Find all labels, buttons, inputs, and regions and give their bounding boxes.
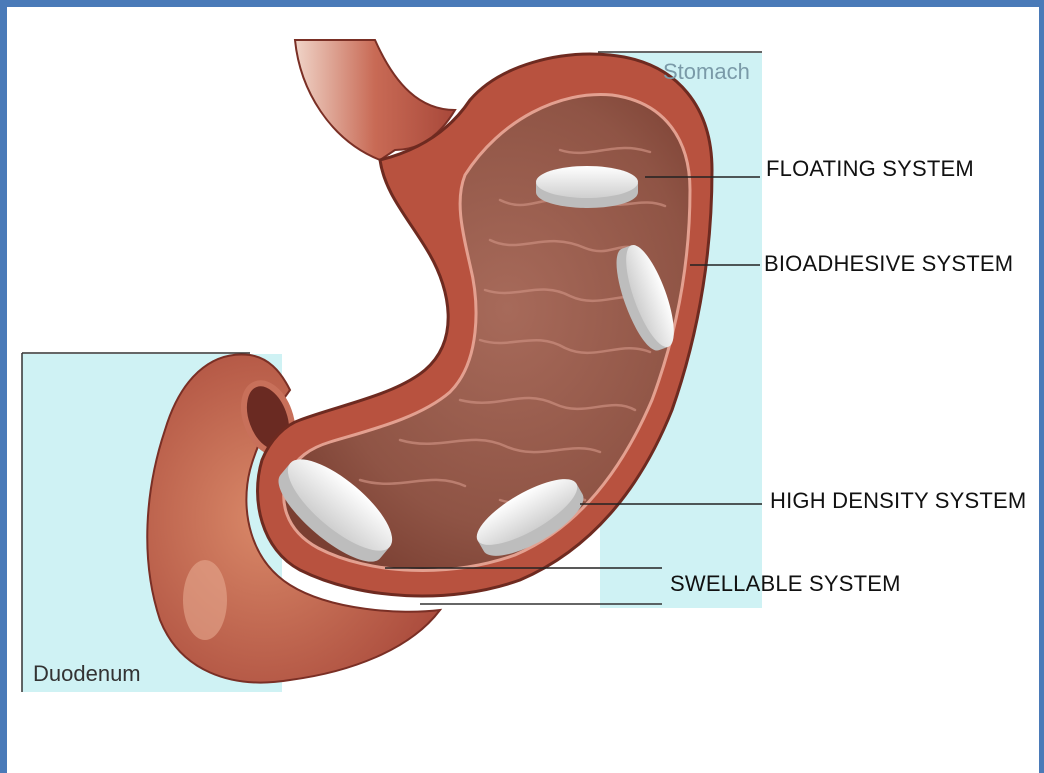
bioadhesive-system-label: BIOADHESIVE SYSTEM <box>764 251 1013 277</box>
floating-system-label: FLOATING SYSTEM <box>766 156 974 182</box>
duodenum-label: Duodenum <box>33 661 141 687</box>
high-density-system-label: HIGH DENSITY SYSTEM <box>770 488 1026 514</box>
duodenum-highlight <box>183 560 227 640</box>
swellable-system-label: SWELLABLE SYSTEM <box>670 571 901 597</box>
tablet-floating <box>536 166 638 208</box>
stomach-label: Stomach <box>663 59 750 85</box>
